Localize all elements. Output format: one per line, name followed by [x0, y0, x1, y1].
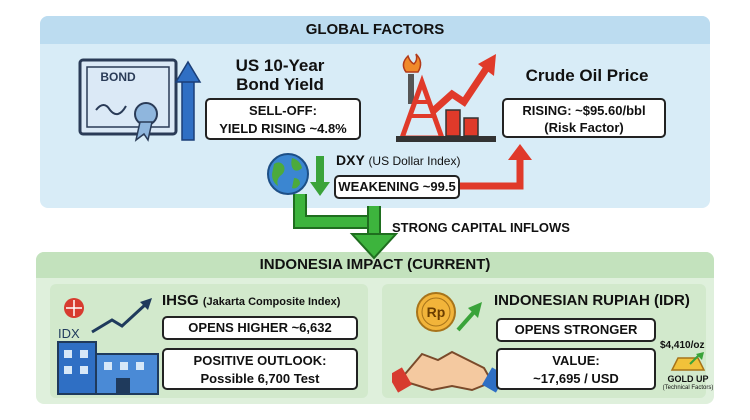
dxy-status-box: WEAKENING ~99.5: [334, 175, 460, 199]
ihsg-title-main: IHSG: [162, 292, 199, 309]
capital-inflow-arrow: [293, 194, 381, 236]
idr-status-box: OPENS STRONGER: [496, 318, 656, 342]
dxy-title-main: DXY: [336, 152, 365, 168]
gold-bar-icon: [670, 352, 706, 371]
rupiah-coin-label: Rp: [426, 304, 446, 320]
oil-status-line2: (Risk Factor): [544, 120, 624, 135]
capital-inflows-label: STRONG CAPITAL INFLOWS: [392, 220, 570, 235]
ihsg-outlook-line1: POSITIVE OUTLOOK:: [193, 353, 327, 368]
ihsg-outlook-box: POSITIVE OUTLOOK: Possible 6,700 Test: [162, 348, 358, 390]
bond-certificate-icon: [78, 58, 202, 142]
bond-title: US 10-Year Bond Yield: [210, 56, 350, 94]
ihsg-status-box: OPENS HIGHER ~6,632: [162, 316, 358, 340]
idr-value-box: VALUE: ~17,695 / USD: [496, 348, 656, 390]
gold-sub-label: (Technical Factors): [662, 385, 714, 391]
bond-title-line1: US 10-Year: [235, 56, 325, 75]
bond-icon-label: BOND: [100, 70, 136, 84]
dxy-title-sub: (US Dollar Index): [368, 154, 461, 168]
bond-status-line2: YIELD RISING ~4.8%: [219, 121, 347, 136]
gold-price: $4,410/oz: [660, 340, 705, 351]
idx-logo-label: IDX: [58, 326, 80, 341]
bond-status-line1: SELL-OFF:: [249, 103, 317, 118]
idx-building-icon: [57, 298, 159, 395]
idr-value-line1: VALUE:: [552, 353, 600, 368]
ihsg-outlook-line2: Possible 6,700 Test: [200, 371, 320, 386]
global-factors-header: GLOBAL FACTORS: [40, 16, 710, 44]
dxy-down-arrow-icon: [310, 156, 330, 196]
dxy-title: DXY (US Dollar Index): [336, 152, 460, 168]
dxy-to-oil-arrow: [460, 158, 524, 190]
oil-title: Crude Oil Price: [525, 66, 649, 85]
idr-value-line2: ~17,695 / USD: [533, 371, 619, 386]
oil-rig-icon: [396, 53, 496, 142]
oil-status-box: RISING: ~$95.60/bbl (Risk Factor): [502, 98, 666, 138]
capital-inflow-arrowhead: [349, 233, 399, 260]
bond-title-line2: Bond Yield: [236, 75, 324, 94]
gold-label: GOLD UP: [667, 374, 709, 384]
idr-title: INDONESIAN RUPIAH (IDR): [494, 292, 690, 309]
oil-status-line1: RISING: ~$95.60/bbl: [522, 103, 646, 118]
ihsg-title: IHSG (Jakarta Composite Index): [162, 292, 340, 309]
ihsg-title-sub: (Jakarta Composite Index): [202, 296, 341, 308]
globe-icon: [267, 153, 309, 195]
handshake-rupiah-icon: [392, 292, 502, 393]
bond-status-box: SELL-OFF: YIELD RISING ~4.8%: [205, 98, 361, 140]
